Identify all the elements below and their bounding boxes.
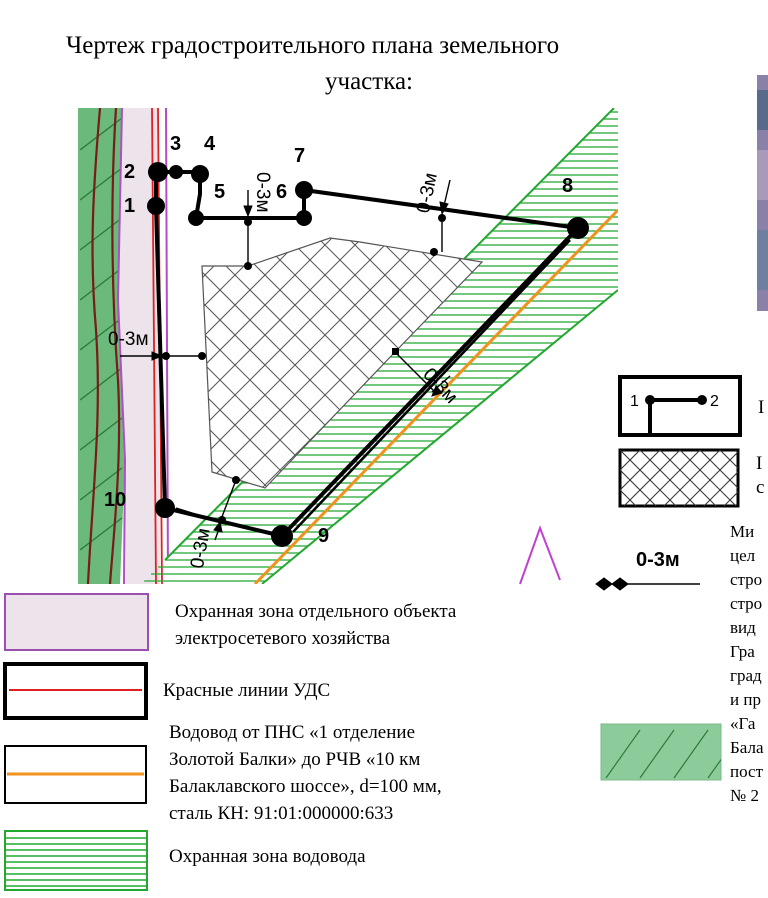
forest-line-1 [86,108,102,584]
legend-right-cut-2: I с [756,453,765,498]
magenta-line [519,525,561,585]
setback-arrows [120,179,451,541]
point-9 [271,525,293,547]
point-10 [155,498,175,518]
point-label-5: 5 [214,181,226,203]
forest-line-2 [108,108,121,584]
point-label-6: 6 [276,181,288,203]
point-3 [169,165,183,179]
legend-left-swatches [3,593,149,891]
point-7 [295,181,313,199]
point-label-2: 2 [124,161,136,183]
setback-label-top-1: 0-3м [252,172,273,213]
legend-power-zone-text: Охранная зона отдельного объекта электро… [175,601,457,649]
legend-setback-symbol [595,577,700,591]
water-zone-border-2 [261,289,618,584]
legend-red-lines-text: Красные линии УДС [163,680,331,701]
legend-right-truncated-text: Ми цел стро стро вид Гра град и пр «Га Б… [730,522,764,805]
point-5 [188,210,204,226]
point-label-4: 4 [204,133,216,155]
legend-green-swatch [600,723,722,781]
point-label-8: 8 [562,175,574,197]
title-line-1: Чертеж градостроительного плана земельно… [66,32,560,59]
point-label-3: 3 [170,133,182,155]
legend-water-zone-text: Охранная зона водовода [169,846,366,867]
point-label-7: 7 [294,145,306,167]
point-8 [567,217,589,239]
setback-label-left: 0-3м [108,329,149,350]
point-4 [191,165,209,183]
point-label-10: 10 [104,489,127,511]
building-zone [201,237,484,489]
boundary-points [147,162,589,547]
point-label-1: 1 [124,195,136,217]
legend-building-zone-swatch [618,448,740,508]
legend-water-zone-swatch [4,830,148,891]
red-line-1 [151,108,157,584]
point-label-9: 9 [318,525,330,547]
setback-dots [162,214,446,524]
legend-right-swatches [519,75,768,781]
title-line-2: участка: [325,68,414,95]
legend-boundary-swatch [618,375,742,437]
point-1 [147,197,165,215]
legend-right-cut-1: I [758,397,765,418]
legend-power-zone-swatch [4,593,149,651]
legend-point-2: 2 [710,393,719,410]
power-zone-border-left [116,108,127,584]
point-2 [148,162,168,182]
point-6 [296,210,312,226]
water-pipe-line [253,208,618,584]
power-zone-area [118,108,160,584]
legend-point-1: 1 [630,393,639,410]
map-area [78,108,618,584]
legend-setback-label: 0-3м [636,549,680,571]
photo-edge [757,75,768,311]
legend-water-main-text: Водовод от ПНС «1 отделение Золотой Балк… [169,722,442,824]
